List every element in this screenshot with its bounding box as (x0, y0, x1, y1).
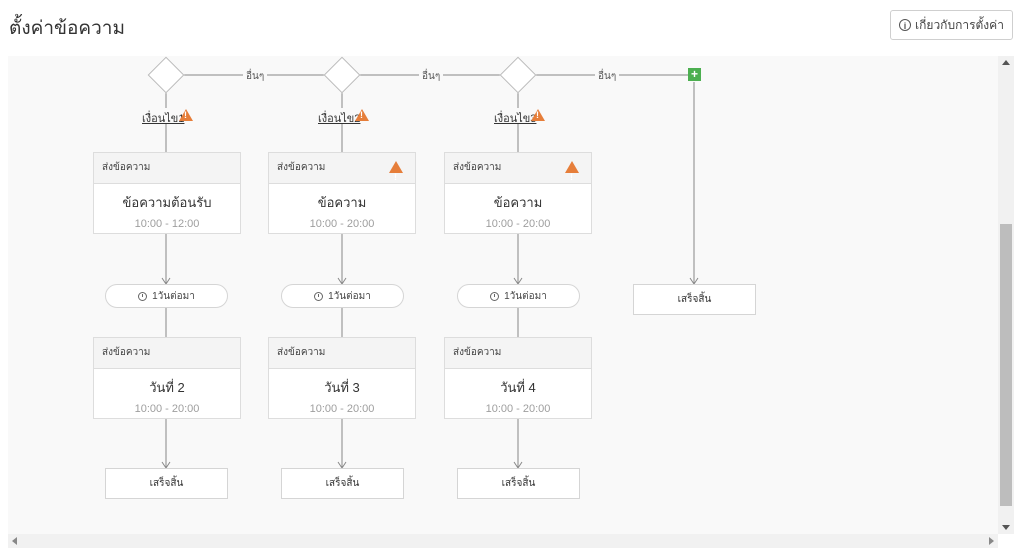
scroll-left-icon[interactable] (12, 537, 17, 545)
card-time: 10:00 - 20:00 (134, 403, 200, 415)
warning-icon (355, 109, 369, 121)
warning-icon (531, 109, 545, 121)
end-node[interactable]: เสร็จสิ้น (457, 468, 580, 499)
message-card[interactable]: ส่งข้อความ วันที่ 3 10:00 - 20:00 (268, 337, 416, 419)
clock-icon (138, 291, 148, 301)
warning-icon (179, 109, 193, 121)
add-branch-button[interactable]: + (688, 68, 701, 81)
card-title: ข้อความ (317, 195, 367, 210)
card-header: ส่งข้อความ (269, 153, 415, 192)
wait-node[interactable]: 1วันต่อมา (281, 284, 404, 308)
condition-link-3[interactable]: เงื่อนไข3 (494, 113, 537, 125)
horizontal-scrollbar[interactable] (8, 534, 998, 548)
message-card[interactable]: ส่งข้อความ ข้อความต้อนรับ 10:00 - 12:00 (93, 152, 241, 234)
message-card[interactable]: ส่งข้อความ ข้อความ 10:00 - 20:00 (268, 152, 416, 234)
clock-icon (314, 291, 324, 301)
about-settings-button[interactable]: i เกี่ยวกับการตั้งค่า (890, 10, 1013, 40)
card-header: ส่งข้อความ (445, 338, 591, 369)
card-time: 10:00 - 20:00 (485, 403, 551, 415)
card-title: วันที่ 3 (324, 380, 360, 395)
scroll-up-icon[interactable] (1002, 60, 1010, 65)
vertical-scroll-thumb[interactable] (1000, 224, 1012, 506)
card-time: 10:00 - 12:00 (134, 218, 200, 230)
card-header: ส่งข้อความ (94, 338, 240, 369)
card-time: 10:00 - 20:00 (309, 218, 375, 230)
card-header-label: ส่งข้อความ (277, 347, 326, 358)
card-time: 10:00 - 20:00 (485, 218, 551, 230)
page-title: ตั้งค่าข้อความ (9, 18, 125, 39)
card-header: ส่งข้อความ (269, 338, 415, 369)
message-card[interactable]: ส่งข้อความ วันที่ 4 10:00 - 20:00 (444, 337, 592, 419)
card-title: วันที่ 2 (149, 380, 185, 395)
else-label-3: อื่นๆ (595, 69, 620, 84)
about-settings-label: เกี่ยวกับการตั้งค่า (915, 17, 1004, 32)
message-card[interactable]: ส่งข้อความ ข้อความ 10:00 - 20:00 (444, 152, 592, 234)
card-header-label: ส่งข้อความ (102, 162, 151, 173)
end-node[interactable]: เสร็จสิ้น (105, 468, 228, 499)
flow-canvas[interactable]: อื่นๆ อื่นๆ อื่นๆ + เงื่อนไข1 เงื่อนไข2 … (8, 56, 998, 534)
card-header-label: ส่งข้อความ (453, 162, 502, 173)
card-header: ส่งข้อความ (94, 153, 240, 184)
card-header-label: ส่งข้อความ (453, 347, 502, 358)
scroll-down-icon[interactable] (1002, 525, 1010, 530)
end-node-else[interactable]: เสร็จสิ้น (633, 284, 756, 315)
card-time: 10:00 - 20:00 (309, 403, 375, 415)
else-label-2: อื่นๆ (419, 69, 444, 84)
wait-label: 1วันต่อมา (152, 290, 195, 302)
warning-icon (389, 161, 403, 192)
card-title: วันที่ 4 (500, 380, 536, 395)
wait-node[interactable]: 1วันต่อมา (457, 284, 580, 308)
scroll-right-icon[interactable] (989, 537, 994, 545)
info-icon: i (899, 19, 912, 31)
card-header: ส่งข้อความ (445, 153, 591, 192)
condition-link-2[interactable]: เงื่อนไข2 (318, 113, 361, 125)
condition-link-1[interactable]: เงื่อนไข1 (142, 113, 185, 125)
card-title: ข้อความต้อนรับ (122, 195, 212, 210)
card-header-label: ส่งข้อความ (277, 162, 326, 173)
card-title: ข้อความ (493, 195, 543, 210)
wait-label: 1วันต่อมา (328, 290, 371, 302)
end-node[interactable]: เสร็จสิ้น (281, 468, 404, 499)
clock-icon (490, 291, 500, 301)
card-header-label: ส่งข้อความ (102, 347, 151, 358)
wait-node[interactable]: 1วันต่อมา (105, 284, 228, 308)
wait-label: 1วันต่อมา (504, 290, 547, 302)
warning-icon (565, 161, 579, 192)
else-label-1: อื่นๆ (243, 69, 268, 84)
vertical-scrollbar[interactable] (998, 56, 1014, 534)
message-card[interactable]: ส่งข้อความ วันที่ 2 10:00 - 20:00 (93, 337, 241, 419)
